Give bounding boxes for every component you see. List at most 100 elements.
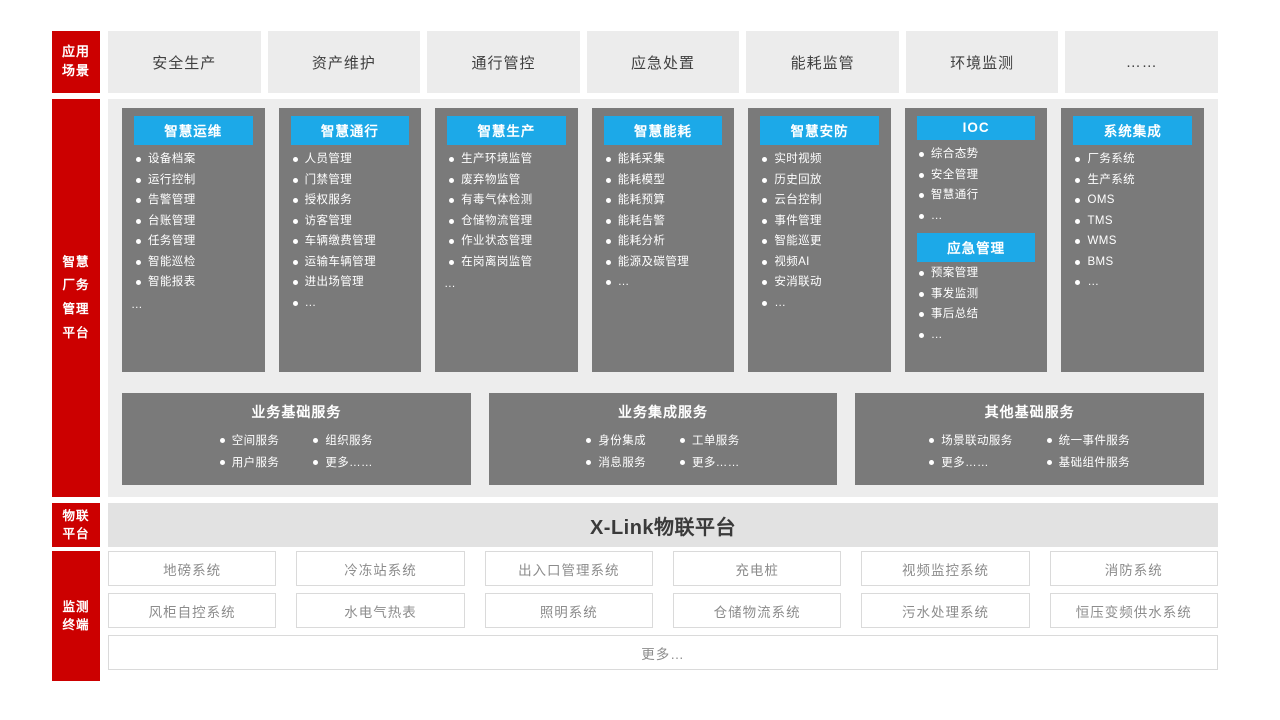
service-item[interactable]: 用户服务	[219, 454, 280, 476]
scenario-cell[interactable]: 通行管控	[427, 31, 580, 93]
terminal-cell[interactable]: 照明系统	[484, 593, 653, 628]
module-item[interactable]: …	[762, 297, 885, 319]
scenario-cell[interactable]: ……	[1065, 31, 1219, 93]
module-item[interactable]: OMS	[1075, 194, 1198, 216]
service-item[interactable]: 更多……	[929, 454, 1012, 476]
module-item[interactable]: 运输车辆管理	[292, 256, 416, 278]
service-item[interactable]: 统一事件服务	[1046, 432, 1130, 454]
service-item[interactable]: 工单服务	[680, 432, 740, 454]
module-item[interactable]: 事件管理	[762, 215, 885, 237]
module-item[interactable]: 台账管理	[136, 215, 259, 237]
module-item[interactable]: 智能巡检	[136, 256, 259, 278]
service-card-other-basic[interactable]: 其他基础服务 场景联动服务 更多…… 统一事件服务 基础组件服务	[855, 393, 1205, 485]
terminal-cell[interactable]: 风柜自控系统	[108, 593, 277, 628]
terminal-cell[interactable]: 冷冻站系统	[296, 551, 465, 586]
module-item[interactable]: 门禁管理	[292, 174, 416, 196]
module-card-smart-security[interactable]: 智慧安防 实时视频 历史回放 云台控制 事件管理 智能巡更 视频AI 安消联动 …	[748, 108, 891, 372]
service-item[interactable]: 更多……	[313, 454, 373, 476]
module-item[interactable]: 进出场管理	[292, 276, 416, 298]
module-item[interactable]: 能耗预算	[605, 194, 729, 216]
module-item[interactable]: 云台控制	[762, 194, 885, 216]
scenario-cell[interactable]: 安全生产	[108, 31, 261, 93]
module-item[interactable]: …	[918, 329, 1042, 351]
module-card-smart-access[interactable]: 智慧通行 人员管理 门禁管理 授权服务 访客管理 车辆缴费管理 运输车辆管理 进…	[278, 108, 422, 372]
service-item[interactable]: 场景联动服务	[929, 432, 1012, 454]
terminal-cell[interactable]: 出入口管理系统	[484, 551, 653, 586]
module-item[interactable]: 综合态势	[918, 148, 1042, 170]
terminal-cell[interactable]: 充电桩	[672, 551, 842, 586]
module-item[interactable]: 授权服务	[292, 194, 416, 216]
module-item[interactable]: 智能巡更	[762, 235, 885, 257]
module-item[interactable]: 作业状态管理	[449, 235, 572, 257]
module-item[interactable]: …	[292, 297, 416, 319]
platform-row: 智慧 厂务 管理 平台 智慧运维 设备档案 运行控制 告警管理 台账管理 任务管…	[52, 99, 1218, 497]
module-item[interactable]: 能耗分析	[605, 235, 729, 257]
module-item[interactable]: 访客管理	[292, 215, 416, 237]
module-item[interactable]: 有毒气体检测	[449, 194, 572, 216]
module-item-label: 任务管理	[148, 235, 196, 247]
module-item[interactable]: 事发监测	[918, 288, 1042, 310]
terminal-more-row[interactable]: 更多…	[108, 635, 1218, 670]
module-item[interactable]: 能耗告警	[605, 215, 729, 237]
module-item[interactable]: 历史回放	[762, 174, 885, 196]
module-item[interactable]: 安全管理	[918, 169, 1042, 191]
module-item[interactable]: 生产系统	[1075, 174, 1198, 196]
service-card-business-basic[interactable]: 业务基础服务 空间服务 用户服务 组织服务 更多……	[122, 393, 471, 485]
service-item[interactable]: 组织服务	[313, 432, 373, 454]
module-item[interactable]: 预案管理	[918, 267, 1042, 289]
module-item[interactable]: 智慧通行	[918, 189, 1042, 211]
service-item[interactable]: 空间服务	[219, 432, 280, 454]
terminal-cell[interactable]: 水电气热表	[296, 593, 465, 628]
module-card-smart-energy[interactable]: 智慧能耗 能耗采集 能耗模型 能耗预算 能耗告警 能耗分析 能源及碳管理 …	[591, 108, 735, 372]
module-item[interactable]: 任务管理	[136, 235, 259, 257]
module-item[interactable]: 安消联动	[762, 276, 885, 298]
service-item[interactable]: 身份集成	[586, 432, 646, 454]
module-card-ioc[interactable]: IOC 综合态势 安全管理 智慧通行 … 应急管理 预案管理 事发监测 事后总结…	[904, 108, 1048, 372]
module-title: IOC	[916, 116, 1036, 140]
module-item[interactable]: 事后总结	[918, 308, 1042, 330]
module-item[interactable]: WMS	[1075, 235, 1198, 257]
module-item[interactable]: 仓储物流管理	[449, 215, 572, 237]
module-card-smart-production[interactable]: 智慧生产 生产环境监管 废弃物监管 有毒气体检测 仓储物流管理 作业状态管理 在…	[435, 108, 578, 372]
module-item[interactable]: …	[918, 210, 1042, 232]
module-item[interactable]: 车辆缴费管理	[292, 235, 416, 257]
service-card-business-integration[interactable]: 业务集成服务 身份集成 消息服务 工单服务 更多……	[488, 393, 838, 485]
module-item[interactable]: 视频AI	[762, 256, 885, 278]
service-title: 其他基础服务	[984, 404, 1075, 420]
module-item[interactable]: 废弃物监管	[449, 174, 572, 196]
terminal-cell[interactable]: 仓储物流系统	[672, 593, 842, 628]
module-title: 智慧能耗	[603, 116, 723, 145]
service-item[interactable]: 更多……	[680, 454, 740, 476]
iot-platform-banner[interactable]: X-Link物联平台	[108, 503, 1218, 547]
service-item[interactable]: 基础组件服务	[1046, 454, 1130, 476]
module-item[interactable]: 智能报表	[136, 276, 259, 298]
module-item[interactable]: 能耗采集	[605, 153, 729, 175]
terminal-cell[interactable]: 污水处理系统	[861, 593, 1030, 628]
module-item[interactable]: BMS	[1075, 256, 1198, 278]
module-item[interactable]: 能耗模型	[605, 174, 729, 196]
module-item[interactable]: …	[1075, 276, 1198, 298]
module-item[interactable]: 在岗离岗监管	[449, 256, 572, 278]
service-item[interactable]: 消息服务	[586, 454, 646, 476]
module-card-smart-om[interactable]: 智慧运维 设备档案 运行控制 告警管理 台账管理 任务管理 智能巡检 智能报表 …	[122, 108, 265, 372]
module-item[interactable]: 运行控制	[136, 174, 259, 196]
scenario-cell[interactable]: 能耗监管	[746, 31, 899, 93]
terminal-cell[interactable]: 恒压变频供水系统	[1049, 593, 1218, 628]
module-item[interactable]: 生产环境监管	[449, 153, 572, 175]
module-item[interactable]: 能源及碳管理	[605, 256, 729, 278]
module-item[interactable]: TMS	[1075, 215, 1198, 237]
terminal-cell[interactable]: 视频监控系统	[861, 551, 1030, 586]
terminal-cell[interactable]: 消防系统	[1049, 551, 1218, 586]
scenario-cell[interactable]: 环境监测	[905, 31, 1059, 93]
module-item[interactable]: 实时视频	[762, 153, 885, 175]
module-item[interactable]: 告警管理	[136, 194, 259, 216]
module-item[interactable]: 人员管理	[292, 153, 416, 175]
terminal-cell[interactable]: 地磅系统	[108, 551, 277, 586]
module-item[interactable]: 设备档案	[136, 153, 259, 175]
scenario-cell[interactable]: 资产维护	[267, 31, 421, 93]
module-item[interactable]: …	[605, 276, 729, 298]
module-card-system-integration[interactable]: 系统集成 厂务系统 生产系统 OMS TMS WMS BMS …	[1061, 108, 1205, 372]
module-item[interactable]: 厂务系统	[1075, 153, 1198, 175]
bullet-icon	[219, 459, 225, 465]
scenario-cell[interactable]: 应急处置	[586, 31, 740, 93]
